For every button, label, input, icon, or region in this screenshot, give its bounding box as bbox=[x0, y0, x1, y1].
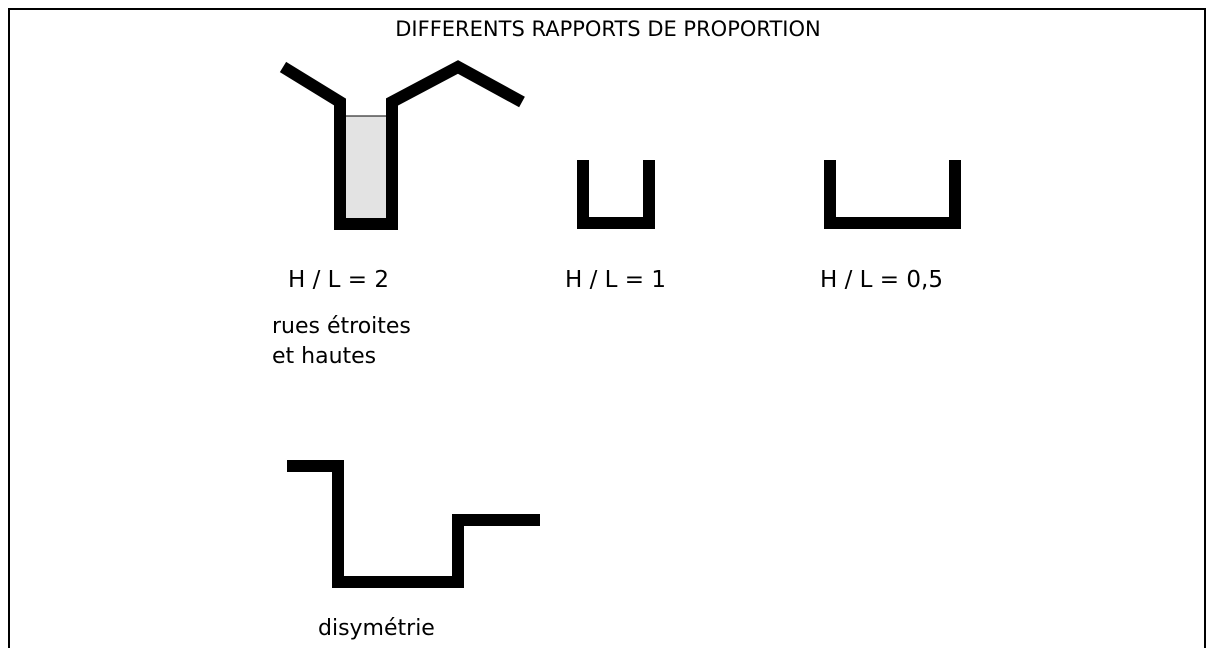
diagram-title: DIFFERENTS RAPPORTS DE PROPORTION bbox=[395, 17, 821, 41]
description-line-2: et hautes bbox=[272, 344, 377, 369]
narrow-street-fill bbox=[339, 115, 391, 225]
description-line-1: rues étroites bbox=[272, 314, 411, 339]
narrow-street-profile-line bbox=[279, 60, 525, 230]
asymmetry-label: disymétrie bbox=[318, 616, 435, 641]
ratio-label-2: H / L = 2 bbox=[288, 267, 390, 293]
diagram-frame bbox=[8, 8, 1206, 648]
asymmetric-profile bbox=[287, 460, 540, 588]
profile-ratio-0-5 bbox=[824, 160, 961, 229]
profile-ratio-2 bbox=[279, 60, 525, 230]
ratio-label-1: H / L = 1 bbox=[565, 267, 667, 293]
profile-ratio-1 bbox=[577, 160, 655, 229]
ratio-label-0-5: H / L = 0,5 bbox=[820, 267, 943, 293]
